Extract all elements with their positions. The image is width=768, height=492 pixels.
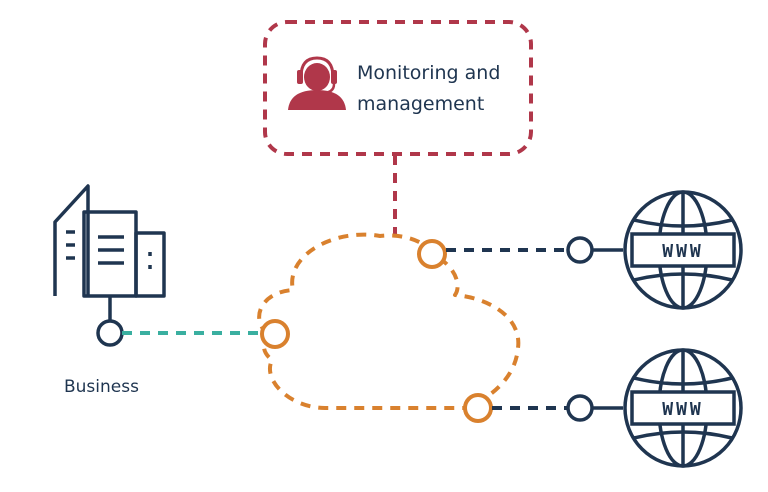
office-buildings-icon bbox=[53, 184, 166, 320]
cloud-node-bottom bbox=[463, 393, 493, 423]
cloud-node-top bbox=[417, 239, 447, 269]
www-label-top: WWW bbox=[662, 241, 704, 262]
monitoring-label-line2: management bbox=[357, 93, 485, 115]
business-label: Business bbox=[64, 377, 139, 397]
internet-node-bottom bbox=[566, 394, 594, 422]
headset-operator-icon bbox=[288, 56, 346, 110]
internet-node-top bbox=[566, 236, 594, 264]
globe-www-icon-top bbox=[623, 190, 743, 310]
www-label-bottom: WWW bbox=[662, 399, 704, 420]
cloud-node-left bbox=[260, 319, 290, 349]
globe-www-icon-bottom bbox=[623, 348, 743, 468]
monitoring-box bbox=[263, 20, 533, 156]
business-node bbox=[96, 319, 124, 347]
cloud-network bbox=[257, 232, 521, 410]
monitoring-label-line1: Monitoring and bbox=[357, 62, 501, 84]
